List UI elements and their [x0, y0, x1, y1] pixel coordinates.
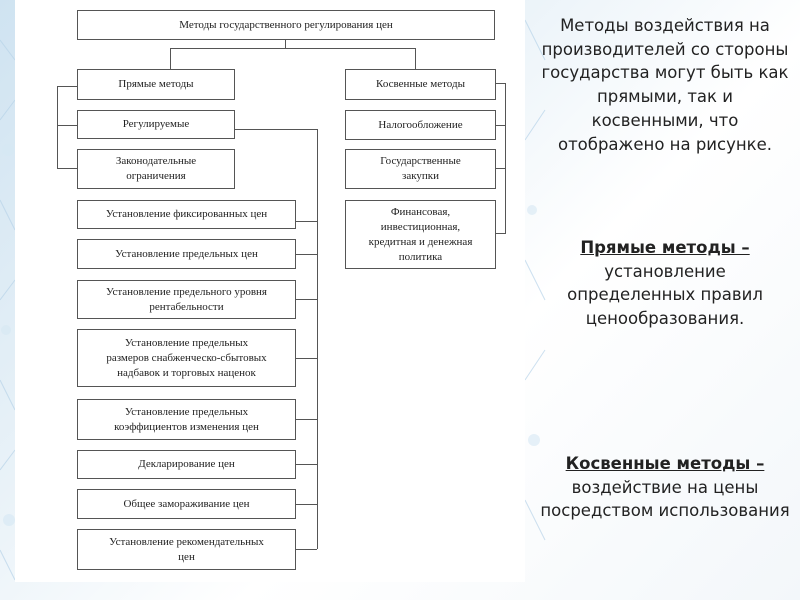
direct-methods-paragraph: Прямые методы – установление определенны… [540, 236, 790, 331]
indirect-methods-box: Косвенные методы [345, 69, 496, 100]
regulated-box: Регулируемые [77, 110, 235, 139]
direct-bracket-tick-2 [57, 125, 77, 126]
max-markups-tick [296, 358, 317, 359]
price-declaration-tick [296, 464, 317, 465]
financial-policy-label: Финансовая, инвестиционная, кредитная и … [368, 205, 473, 263]
max-prices-box: Установление предельных цен [77, 239, 296, 269]
price-change-coefficients-box: Установление предельных коэффициентов из… [77, 399, 296, 440]
direct-bracket-tick-1 [57, 86, 77, 87]
root-method-label: Методы государственного регулирования це… [179, 18, 393, 31]
recommended-prices-tick [296, 549, 317, 550]
price-change-coefficients-tick [296, 419, 317, 420]
regulated-connector [235, 129, 318, 130]
branch-connector [170, 48, 415, 49]
indirect-methods-description: воздействие на цены посредством использо… [540, 477, 790, 521]
indirect-methods-paragraph: Косвенные методы – воздействие на цены п… [540, 452, 790, 523]
fixed-prices-box: Установление фиксированных цен [77, 200, 296, 229]
max-markups-label: Установление предельных размеров снабжен… [106, 336, 267, 379]
max-markups-box: Установление предельных размеров снабжен… [77, 329, 296, 387]
regulated-label: Регулируемые [122, 118, 190, 130]
intro-paragraph: Методы воздействия на производителей со … [541, 16, 789, 154]
max-prices-tick [296, 254, 317, 255]
indirect-bracket-tick-4 [496, 233, 506, 234]
direct-methods-term: Прямые методы – [580, 238, 750, 257]
price-declaration-box: Декларирование цен [77, 450, 296, 479]
price-freeze-tick [296, 504, 317, 505]
price-freeze-box: Общее замораживание цен [77, 489, 296, 519]
direct-methods-box: Прямые методы [77, 69, 235, 100]
indirect-bracket-tick-1 [496, 83, 506, 84]
price-change-coefficients-label: Установление предельных коэффициентов из… [114, 405, 259, 433]
indirect-bracket-tick-3 [496, 168, 506, 169]
indirect-bracket-vertical [505, 83, 506, 234]
max-profitability-tick [296, 299, 317, 300]
price-declaration-label: Декларирование цен [138, 458, 235, 470]
state-procurement-box: Государственные закупки [345, 149, 496, 189]
financial-policy-box: Финансовая, инвестиционная, кредитная и … [345, 200, 496, 269]
direct-methods-description: установление определенных правил ценообр… [567, 261, 763, 329]
legislative-limits-box: Законодательные ограничения [77, 149, 235, 189]
diagram-panel: Методы государственного регулирования це… [15, 0, 525, 582]
indirect-methods-label: Косвенные методы [376, 78, 465, 90]
recommended-prices-label: Установление рекомендательных цен [109, 535, 264, 563]
max-prices-label: Установление предельных цен [115, 247, 258, 260]
state-procurement-label: Государственные закупки [380, 155, 461, 182]
price-freeze-label: Общее замораживание цен [123, 497, 250, 510]
direct-connector [170, 48, 171, 69]
root-method-box: Методы государственного регулирования це… [77, 10, 495, 40]
direct-bracket-tick-3 [57, 168, 77, 169]
text-panel: Методы воздействия на производителей со … [540, 0, 790, 600]
fixed-prices-tick [296, 221, 317, 222]
direct-bracket-vertical [57, 86, 58, 169]
regulated-vertical [317, 129, 318, 549]
max-profitability-label: Установление предельного уровня рентабел… [105, 285, 267, 313]
fixed-prices-label: Установление фиксированных цен [105, 208, 268, 220]
indirect-connector [415, 48, 416, 69]
max-profitability-box: Установление предельного уровня рентабел… [77, 280, 296, 319]
root-connector [285, 40, 286, 49]
recommended-prices-box: Установление рекомендательных цен [77, 529, 296, 570]
direct-methods-label: Прямые методы [118, 78, 194, 90]
taxation-box: Налогообложение [345, 110, 496, 140]
indirect-methods-term: Косвенные методы – [565, 454, 765, 473]
indirect-bracket-tick-2 [496, 125, 506, 126]
legislative-limits-label: Законодательные ограничения [115, 155, 197, 182]
taxation-label: Налогообложение [378, 118, 463, 131]
